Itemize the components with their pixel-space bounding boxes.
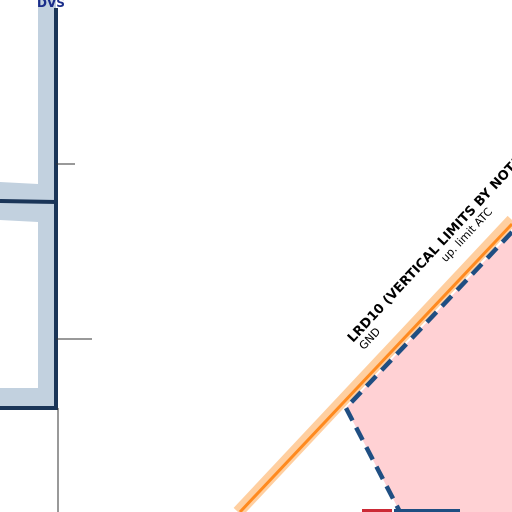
zone-marker (362, 509, 392, 512)
sector-lower-band (0, 202, 56, 408)
zone-buffer-halo (233, 215, 512, 512)
top-label: DVS (37, 0, 65, 10)
airspace-sectors (0, 0, 58, 410)
restricted-zone-area[interactable] (346, 232, 512, 512)
reference-lines (56, 163, 92, 512)
sector-upper-band (0, 0, 56, 202)
zone-marker-edge (394, 509, 460, 512)
zone-boundary-dashed (343, 230, 512, 512)
sector-divider (0, 199, 57, 204)
zone-buffer-line (238, 222, 512, 512)
restricted-zone-lrd10[interactable] (233, 215, 512, 512)
